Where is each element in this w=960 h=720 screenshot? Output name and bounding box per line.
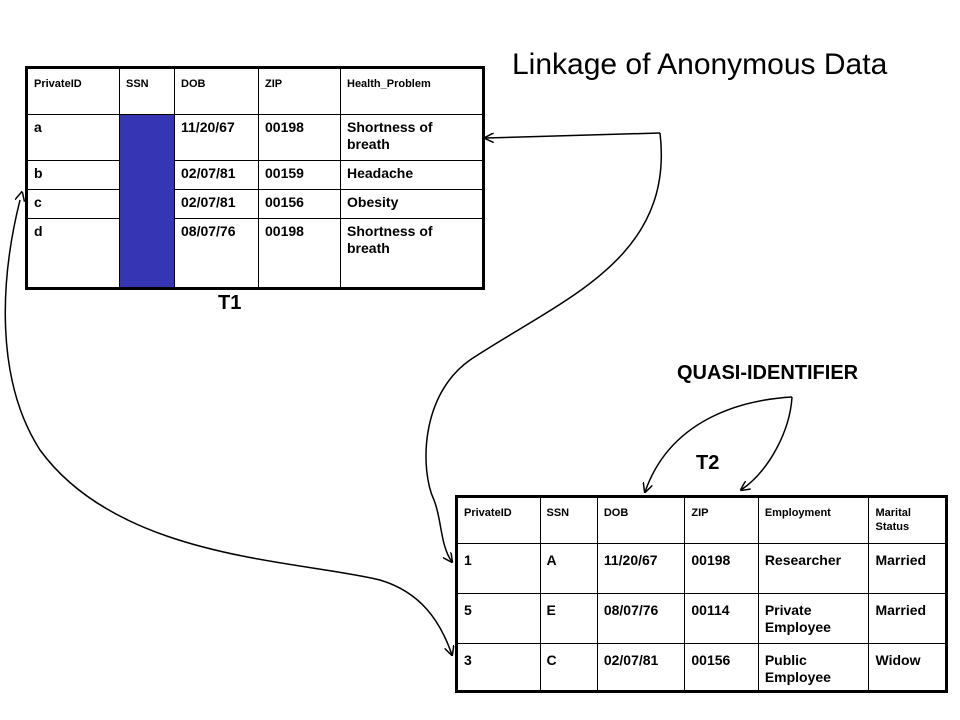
slide-title: Linkage of Anonymous Data: [512, 48, 888, 81]
cell-marital-status: Widow: [868, 643, 947, 692]
cell-zip: 00114: [684, 593, 759, 644]
cell-dob: 02/07/81: [596, 643, 686, 692]
cell-ssn: E: [539, 593, 598, 644]
cell-zip: 00198: [258, 114, 341, 161]
cell-health-problem: Shortness of breath: [340, 114, 484, 161]
cell-health-problem: Shortness of breath: [340, 218, 484, 289]
cell-ssn: A: [539, 543, 598, 594]
cell-ssn: C: [539, 643, 598, 692]
cell-zip: 00198: [258, 218, 341, 289]
column-header-ssn: SSN: [539, 496, 598, 544]
cell-privateid: 5: [456, 593, 541, 644]
cell-zip: 00156: [258, 189, 341, 219]
table-header-row: PrivateID SSN DOB ZIP Employment Marital…: [456, 496, 947, 544]
table-label-t1: T1: [218, 292, 242, 314]
table-row: d 08/07/76 00198 Shortness of breath: [26, 218, 484, 289]
column-header-zip: ZIP: [258, 67, 341, 115]
cell-health-problem: Headache: [340, 160, 484, 190]
cell-privateid: 1: [456, 543, 541, 594]
column-header-health-problem: Health_Problem: [340, 67, 484, 115]
table-row: a 11/20/67 00198 Shortness of breath: [26, 114, 484, 289]
column-header-ssn: SSN: [119, 67, 175, 115]
cell-dob: 11/20/67: [174, 114, 259, 161]
cell-marital-status: Married: [868, 543, 947, 594]
table-t1: PrivateID SSN DOB ZIP Health_Problem a 1…: [25, 66, 485, 290]
cell-privateid: d: [26, 218, 120, 289]
cell-health-problem: Obesity: [340, 189, 484, 219]
column-header-privateid: PrivateID: [456, 496, 541, 544]
column-header-marital-status: Marital Status: [868, 496, 947, 544]
column-header-employment: Employment: [757, 496, 870, 544]
table-row: 1 A 11/20/67 00198 Researcher Married: [456, 543, 947, 594]
cell-privateid: 3: [456, 643, 541, 692]
cell-dob: 08/07/76: [174, 218, 259, 289]
cell-privateid: a: [26, 114, 120, 161]
table-row: 3 C 02/07/81 00156 Public Employee Widow: [456, 643, 947, 692]
table-header-row: PrivateID SSN DOB ZIP Health_Problem: [26, 67, 484, 115]
cell-dob: 08/07/76: [596, 593, 686, 644]
linkage-arrow-row-a: [485, 132, 661, 138]
cell-privateid: b: [26, 160, 120, 190]
cell-zip: 00156: [684, 643, 759, 692]
cell-marital-status: Married: [868, 593, 947, 644]
column-header-zip: ZIP: [684, 496, 759, 544]
column-header-dob: DOB: [174, 67, 259, 115]
table-t2: PrivateID SSN DOB ZIP Employment Marital…: [455, 495, 948, 693]
cell-dob: 11/20/67: [596, 543, 686, 594]
quasi-identifier-label: QUASI-IDENTIFIER: [677, 362, 859, 384]
cell-dob: 02/07/81: [174, 160, 259, 190]
quasi-identifier-arrow-dob: [645, 396, 793, 492]
cell-employment: Private Employee: [757, 593, 870, 644]
cell-employment: Researcher: [757, 543, 870, 594]
table-row: c 02/07/81 00156 Obesity: [26, 189, 484, 219]
quasi-identifier-arrow-zip: [741, 396, 793, 490]
table-label-t2: T2: [696, 452, 720, 474]
column-header-privateid: PrivateID: [26, 67, 120, 115]
cell-privateid: c: [26, 189, 120, 219]
cell-dob: 02/07/81: [174, 189, 259, 219]
cell-employment: Public Employee: [757, 643, 870, 692]
table-row: b 02/07/81 00159 Headache: [26, 160, 484, 190]
cell-ssn-masked: [119, 114, 175, 289]
cell-zip: 00159: [258, 160, 341, 190]
table-row: 5 E 08/07/76 00114 Private Employee Marr…: [456, 593, 947, 644]
column-header-dob: DOB: [596, 496, 686, 544]
cell-zip: 00198: [684, 543, 759, 594]
